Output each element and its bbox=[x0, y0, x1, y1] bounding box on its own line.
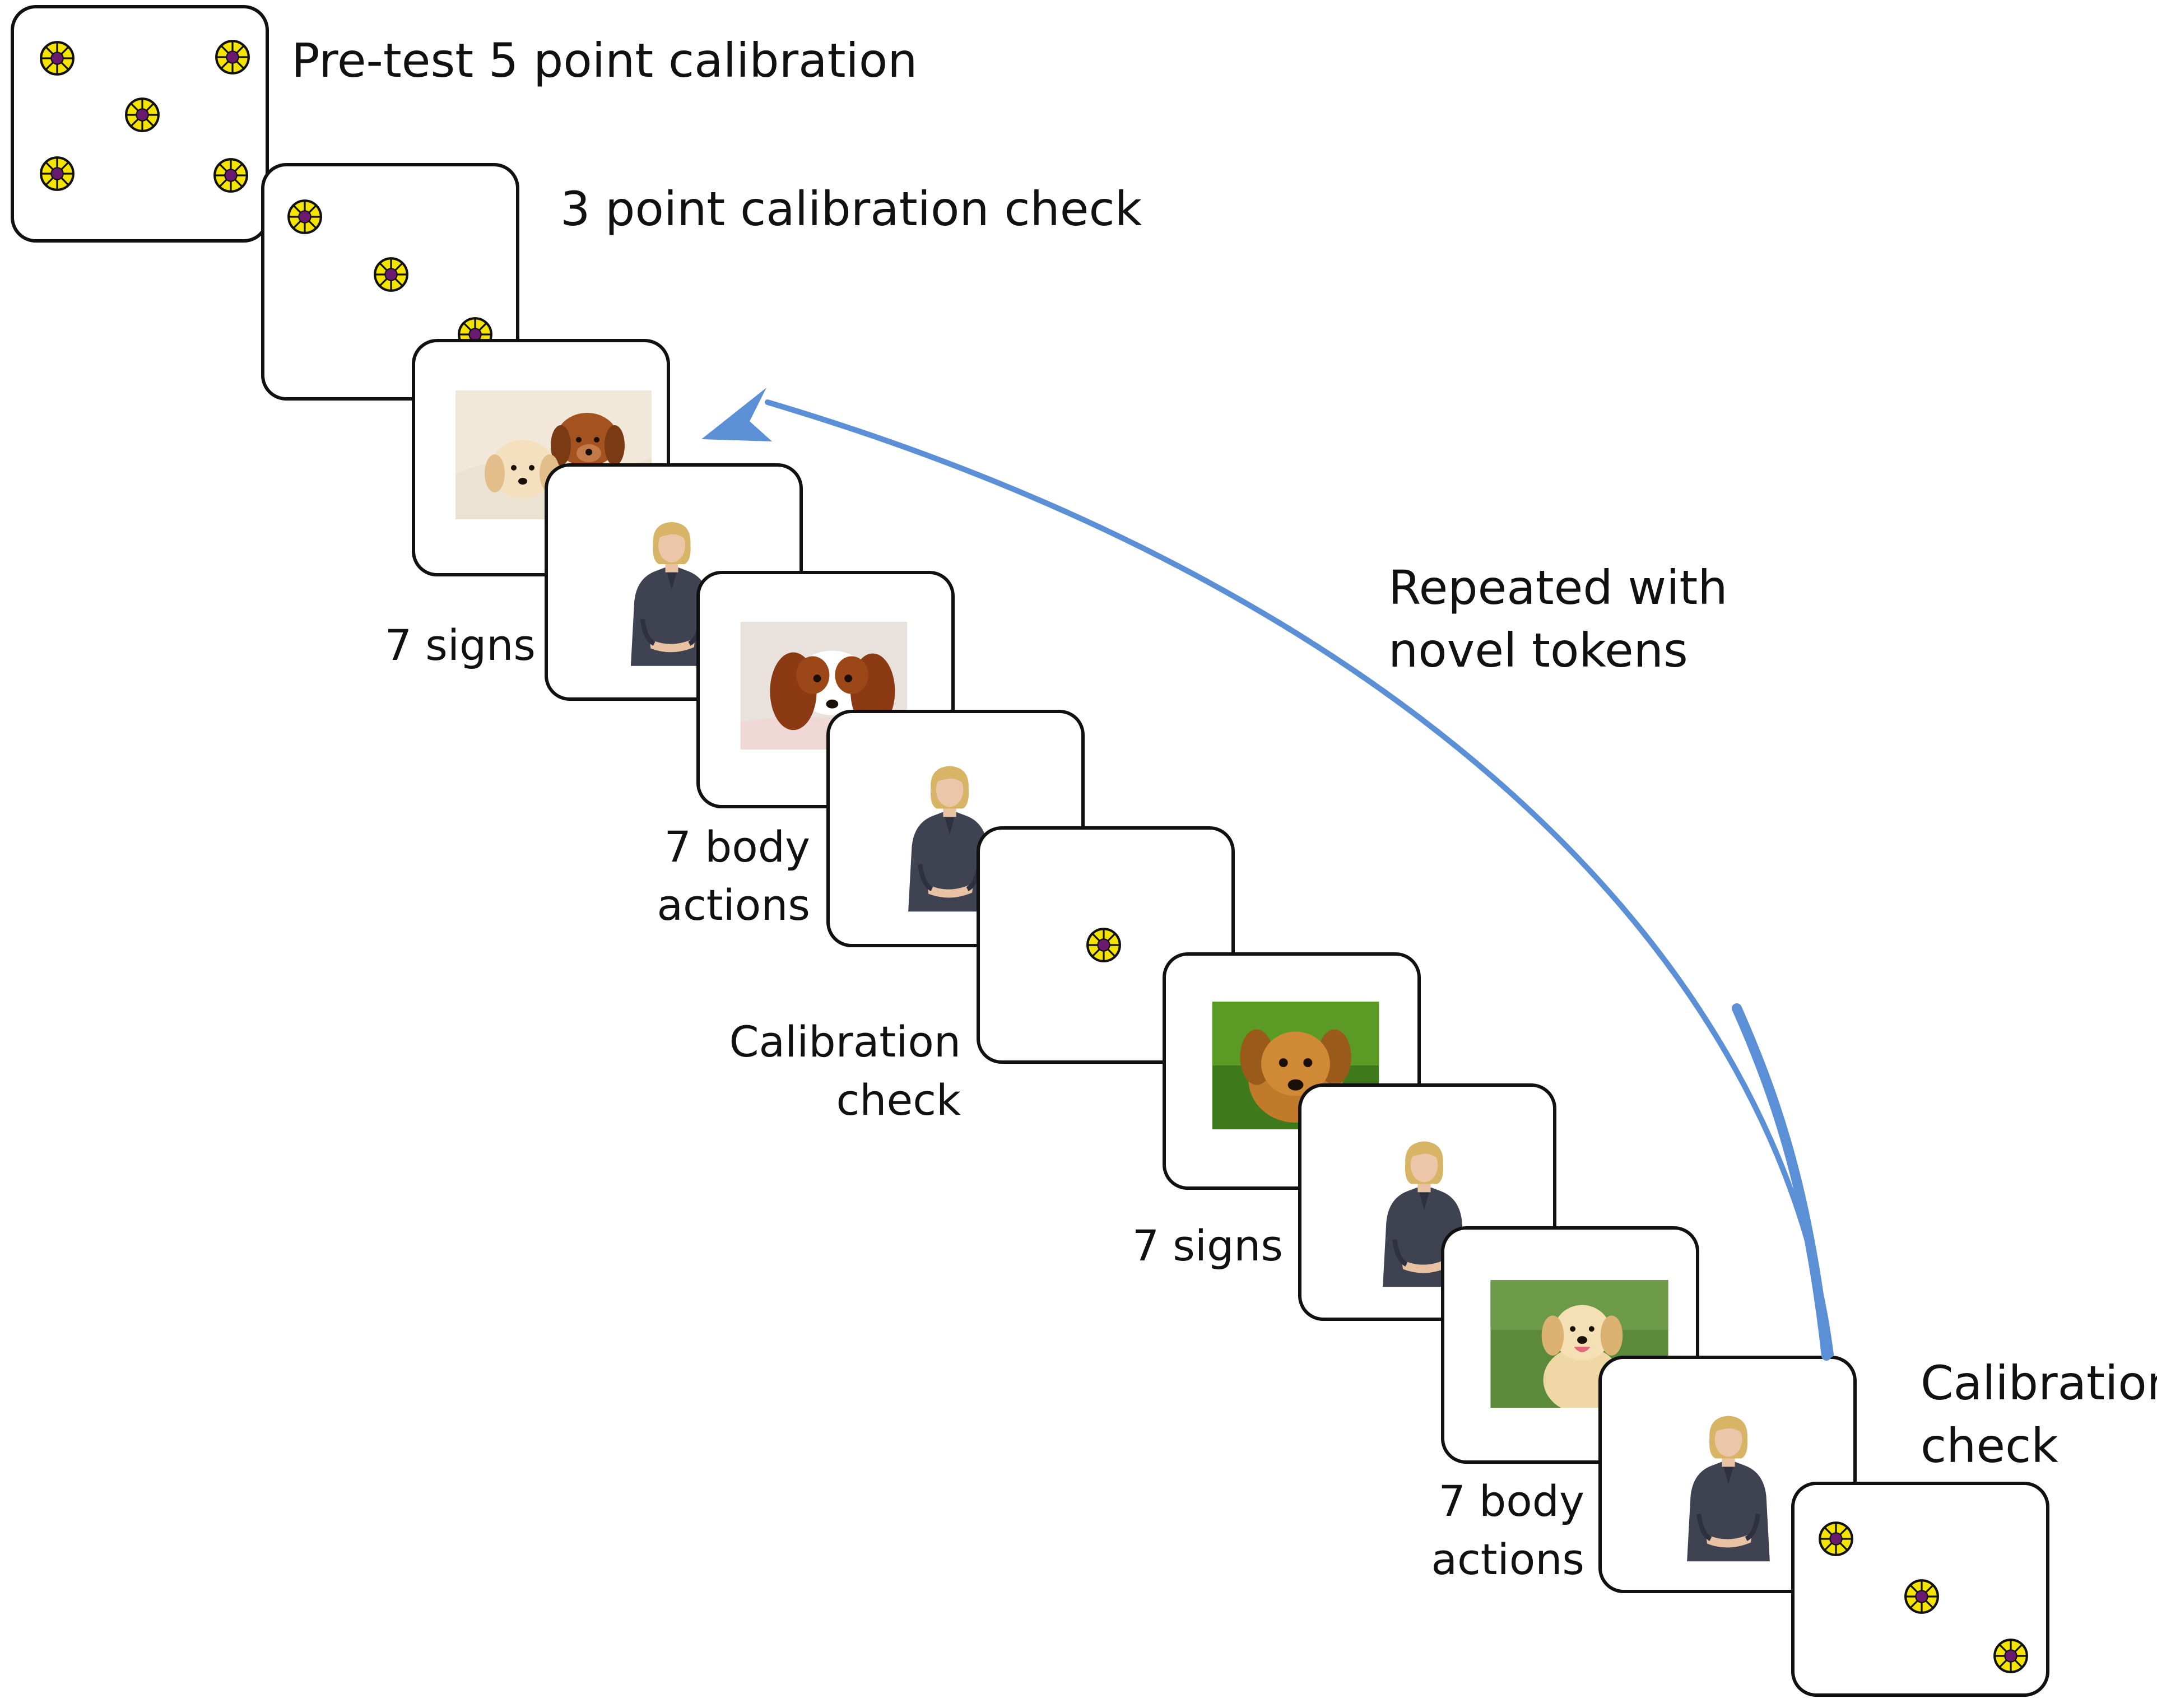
body-actions-label-2-line2: actions bbox=[1431, 1534, 1584, 1584]
body-actions-label-1-line2: actions bbox=[657, 880, 810, 930]
calibration-target-icon bbox=[215, 159, 247, 192]
calibration-check-label-mid-line1: Calibration bbox=[729, 1017, 961, 1067]
signer-photo bbox=[1675, 1408, 1782, 1561]
calibration-target-icon bbox=[1995, 1640, 2027, 1672]
calibration-check-label-end-line1: Calibration bbox=[1921, 1356, 2157, 1411]
final-calibration-check-frame bbox=[1791, 1482, 2049, 1697]
arrow-head-icon bbox=[701, 388, 772, 441]
calibration-target-icon bbox=[1087, 929, 1120, 961]
body-actions-label-1-line1: 7 body bbox=[664, 822, 810, 872]
three-point-label: 3 point calibration check bbox=[560, 181, 1142, 236]
calibration-target-icon bbox=[1905, 1580, 1938, 1613]
calibration-target-icon bbox=[1820, 1523, 1852, 1555]
pretest-label: Pre-test 5 point calibration bbox=[291, 33, 918, 88]
pretest-calibration-frame bbox=[11, 5, 269, 243]
calibration-check-label-mid-line2: check bbox=[836, 1075, 961, 1125]
calibration-target-icon bbox=[216, 41, 249, 73]
repeat-arrow bbox=[701, 388, 1834, 1361]
signs-label-1: 7 signs bbox=[385, 620, 536, 670]
body-actions-label-2-line1: 7 body bbox=[1439, 1476, 1584, 1526]
repeated-label-line2: novel tokens bbox=[1388, 623, 1688, 678]
calibration-check-label-end-line2: check bbox=[1921, 1418, 2058, 1473]
calibration-target-icon bbox=[289, 201, 321, 233]
calibration-target-icon bbox=[41, 42, 73, 75]
repeated-label-line1: Repeated with bbox=[1388, 560, 1728, 615]
calibration-target-icon bbox=[41, 157, 73, 190]
calibration-target-icon bbox=[126, 99, 159, 131]
calibration-target-icon bbox=[375, 258, 407, 291]
signs-label-2: 7 signs bbox=[1132, 1221, 1283, 1270]
